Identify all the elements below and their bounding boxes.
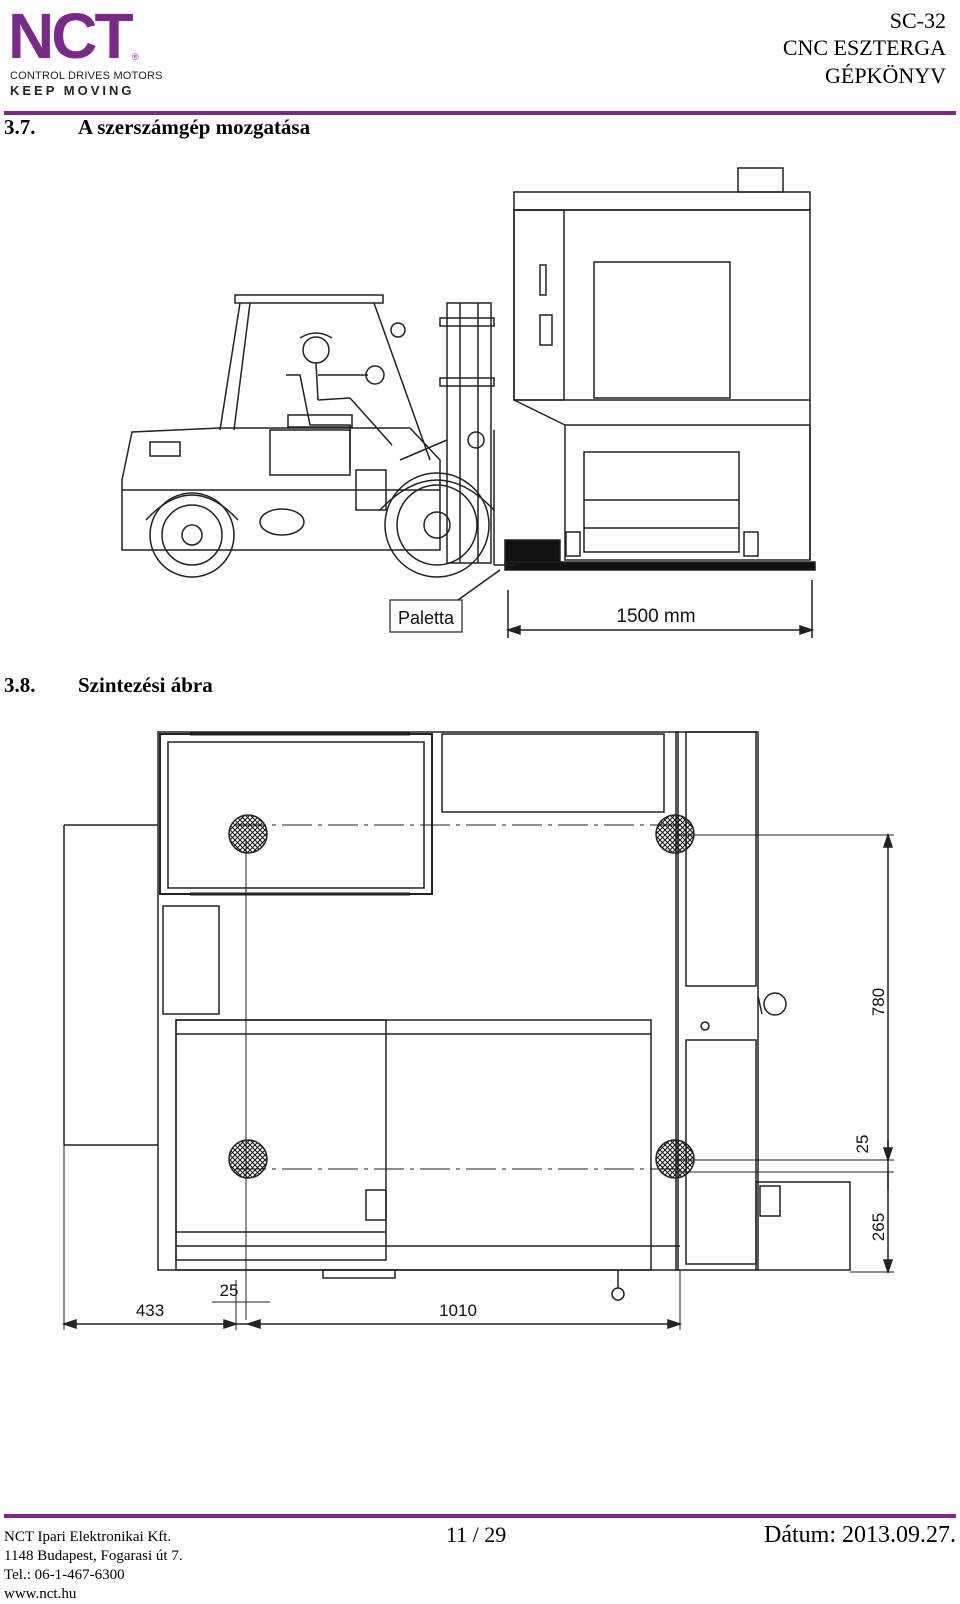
- dimension-25-bottom: 25: [220, 1281, 239, 1300]
- length-dimension: 1500 mm: [616, 606, 695, 627]
- leveling-foot-top-right: [655, 814, 695, 854]
- leveling-foot-top-left: [228, 814, 268, 854]
- section-3-8-title: Szintezési ábra: [78, 673, 213, 697]
- doc-code: SC-32: [889, 8, 946, 33]
- forklift-drawing: [121, 294, 515, 578]
- logo-tagline: CONTROL DRIVES MOTORS: [10, 70, 163, 82]
- logo-slogan: KEEP MOVING: [10, 83, 135, 98]
- doc-title: CNC ESZTERGA: [782, 35, 946, 60]
- doc-type: GÉPKÖNYV: [825, 63, 946, 88]
- driver-figure: [299, 332, 393, 446]
- section-3-7-title: A szerszámgép mozgatása: [78, 115, 311, 139]
- footer-company: NCT Ipari Elektronikai Kft.: [4, 1529, 172, 1545]
- page-number: 11 / 29: [446, 1522, 507, 1547]
- section-3-8-number: 3.8.: [4, 673, 36, 697]
- section-3-7-number: 3.7.: [4, 115, 36, 139]
- front-wheel: [384, 472, 490, 578]
- pallet-label: Paletta: [398, 608, 455, 628]
- leveling-figure: 780 25 265 433 25 1010: [61, 731, 894, 1330]
- dimension-1010: 1010: [439, 1301, 477, 1320]
- dimension-25-right: 25: [853, 1135, 872, 1154]
- footer-address: 1148 Budapest, Fogarasi út 7.: [4, 1548, 183, 1564]
- footer-phone: Tel.: 06-1-467-6300: [4, 1567, 125, 1583]
- rear-wheel: [149, 492, 235, 578]
- leveling-foot-bottom-right: [655, 1139, 695, 1179]
- leveling-foot-bottom-left: [228, 1139, 268, 1179]
- dimension-780: 780: [869, 988, 888, 1016]
- document-date: Dátum: 2013.09.27.: [764, 1522, 956, 1548]
- footer-web: www.nct.hu: [4, 1586, 77, 1602]
- footer-rule: [4, 1514, 956, 1518]
- forklift-figure: Paletta 1500 mm: [121, 167, 816, 638]
- logo-registered-mark: ®: [132, 52, 139, 62]
- dimension-433: 433: [136, 1301, 164, 1320]
- pallet: [504, 539, 561, 565]
- machine-drawing: [513, 167, 811, 561]
- dimension-265: 265: [869, 1213, 888, 1241]
- header-rule: [4, 111, 956, 115]
- nct-logo: NCT: [8, 0, 134, 72]
